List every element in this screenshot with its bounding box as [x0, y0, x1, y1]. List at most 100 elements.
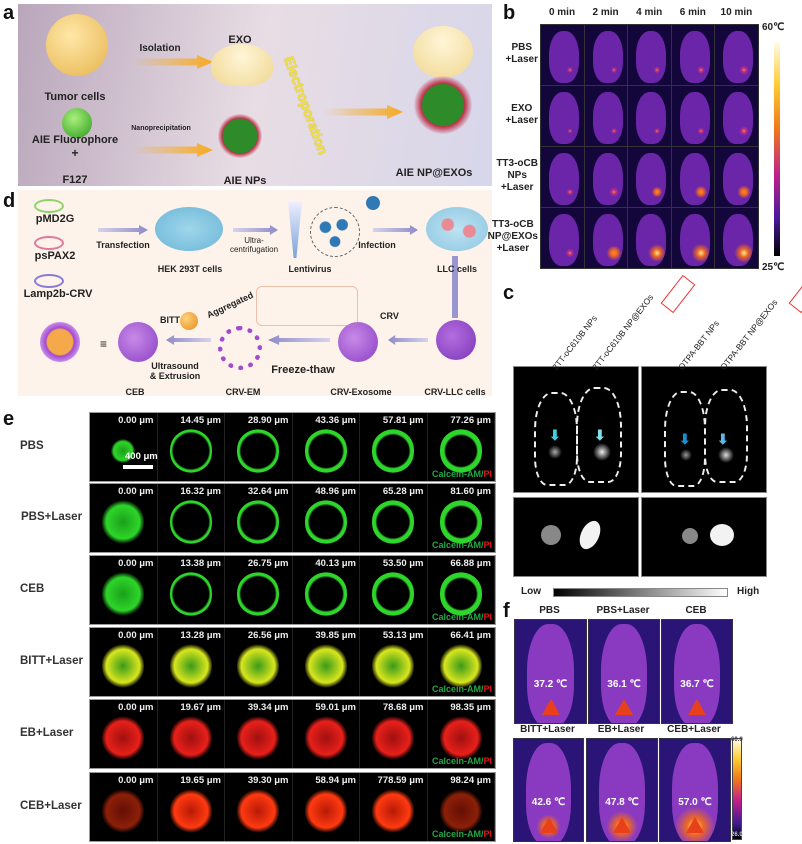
aie-np-exo-core — [414, 76, 472, 134]
slice-depth-label: 77.26 μm — [450, 415, 491, 426]
f127-label: F127 — [62, 174, 88, 186]
slice-depth-label: 39.34 μm — [247, 702, 289, 713]
slice-depth-label: 19.65 μm — [180, 775, 221, 786]
slice-depth-label: 26.75 μm — [247, 558, 289, 569]
freeze-thaw-label: Freeze-thaw — [271, 364, 335, 376]
stain-legend-stain_sep: / — [480, 829, 484, 839]
high-label: High — [737, 586, 760, 597]
fluorescence-whole-body-right: ⬇ ⬇ — [641, 366, 767, 493]
thermal-image-cell — [540, 207, 585, 269]
panel-d-schematic — [18, 190, 492, 396]
slice-depth-label: 40.13 μm — [315, 558, 356, 569]
slice-depth-label: 39.30 μm — [247, 775, 289, 786]
spheroid-signal — [237, 572, 280, 617]
slice-depth-label: 32.64 μm — [247, 486, 289, 497]
e-row-label: CEB — [20, 583, 45, 595]
spheroid-signal — [439, 716, 482, 761]
spheroid-signal — [439, 644, 482, 689]
confocal-slice-cell: 58.94 μm — [292, 773, 360, 841]
spheroid-signal — [237, 789, 280, 834]
thermal-image-cell — [627, 146, 673, 208]
stain-legend: Calcein-AM/PI — [432, 684, 492, 694]
tumor-marker-triangle-icon — [541, 699, 560, 715]
fluorescence-tumor-right — [641, 497, 767, 577]
thermal-image-cell — [714, 207, 760, 269]
tumor-cell-illustration — [46, 14, 108, 76]
tumor-marker-triangle-icon — [615, 699, 633, 715]
confocal-slice-cell: 98.24 μm — [427, 773, 495, 841]
spheroid-signal — [304, 572, 347, 617]
confocal-slice-cell: 13.38 μm — [157, 556, 225, 624]
product-arrow — [323, 105, 403, 119]
slice-depth-label: 13.38 μm — [180, 558, 221, 569]
panel-a-schematic: Electroporation — [18, 4, 492, 186]
slice-depth-label: 66.41 μm — [450, 630, 491, 641]
probe-column-header: 2TT-oC610B NP@EXOs — [590, 292, 656, 372]
slice-depth-label: 53.50 μm — [382, 558, 424, 569]
colorbar-min-label: 25℃ — [762, 262, 785, 273]
ultrasound-extrusion-label: Ultrasound & Extrusion — [149, 361, 201, 381]
mouse-thermal-silhouette — [592, 92, 623, 144]
spheroid-signal — [102, 644, 145, 689]
panel-label-c: c — [503, 282, 515, 304]
freeze-thaw-arrow — [268, 335, 330, 345]
confocal-slice-cell: 778.59 μm — [360, 773, 428, 841]
temperature-colorbar — [774, 42, 780, 256]
confocal-slice-cell: 40.13 μm — [292, 556, 360, 624]
stain-legend-stain_sep: / — [480, 540, 484, 550]
confocal-slice-cell: 66.41 μm — [427, 628, 495, 696]
tumor-temperature-readout: 36.7 ℃ — [680, 679, 714, 690]
spheroid-signal — [111, 439, 136, 464]
confocal-slice-cell: 65.28 μm — [360, 484, 428, 552]
spheroid-signal — [102, 789, 145, 834]
ultrasound-arrow — [166, 335, 211, 345]
slice-depth-label: 65.28 μm — [382, 486, 424, 497]
e-row-label: EB+Laser — [20, 727, 74, 739]
scale-bar-label: 400 μm — [125, 451, 158, 462]
group-title: CEB — [685, 605, 707, 616]
confocal-slice-cell: 98.35 μm — [427, 700, 495, 768]
hek-dish-icon — [155, 207, 223, 251]
crv-llc-cells-label: CRV-LLC cells — [424, 387, 486, 397]
thermal-image-cell — [670, 207, 716, 269]
time-column-header: 4 min — [636, 7, 663, 18]
llc-dish-icon — [426, 207, 488, 251]
probe-column-header: OTPA-BBT NP@EXOs — [718, 297, 780, 372]
confocal-slice-cell: 43.36 μm — [292, 413, 360, 481]
virus-icon — [366, 196, 380, 210]
aie-np-illustration — [218, 114, 262, 158]
arrow-down-icon: ⬇ — [594, 427, 606, 443]
llc-cells-label: LLC cells — [436, 264, 478, 274]
slice-depth-label: 48.96 μm — [315, 486, 356, 497]
stain-legend-stain_red: PI — [483, 829, 492, 839]
bitt-label: BITT — [160, 315, 180, 325]
slice-depth-label: 14.45 μm — [180, 415, 221, 426]
spheroid-signal — [304, 429, 347, 474]
thermal-image-cell — [627, 85, 673, 147]
pspax2-plasmid-icon — [34, 236, 64, 250]
slice-depth-label: 98.35 μm — [450, 702, 491, 713]
aie-np-exo-vesicle — [413, 26, 473, 78]
thermal-image-cell — [670, 146, 716, 208]
time-column-header: 6 min — [679, 7, 706, 18]
spheroid-signal — [169, 500, 212, 545]
f-temperature-colorbar — [732, 738, 742, 840]
mouse-thermal-silhouette — [592, 153, 623, 205]
thermal-image-cell — [540, 24, 585, 86]
spheroid-signal — [439, 429, 482, 474]
aie-np-exos-label: AIE NP@EXOs — [395, 167, 473, 179]
aie-fluorophore-label: AIE Fluorophore — [31, 134, 119, 146]
pmd2g-plasmid-icon — [34, 199, 64, 213]
stain-legend-stain_sep: / — [480, 469, 484, 479]
confocal-slice-cell: 77.26 μm — [427, 413, 495, 481]
mouse-thermal-silhouette — [549, 31, 579, 83]
slice-depth-label: 0.00 μm — [118, 415, 154, 426]
probe-column-header: OTPA-BBT NPs — [676, 318, 722, 372]
excised-tumor — [710, 524, 734, 546]
spheroid-signal — [372, 644, 415, 689]
mouse-outline — [704, 389, 748, 483]
crv-exosome-label: CRV-Exosome — [330, 387, 392, 397]
